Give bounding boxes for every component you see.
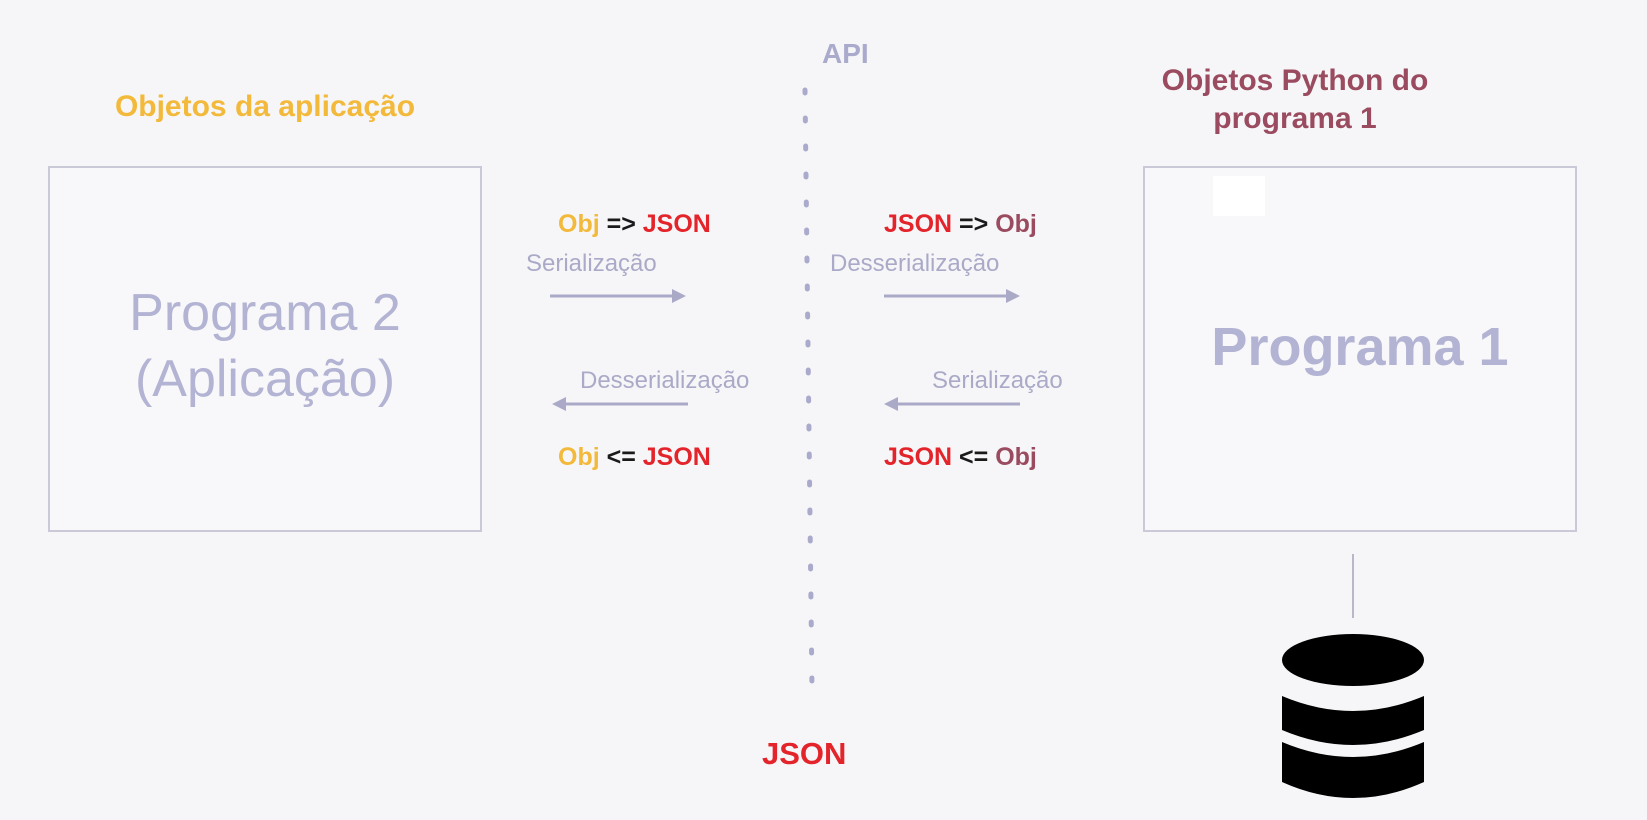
arrow-left-icon [552, 397, 688, 411]
flow-json-to-obj-right: JSON => Obj [884, 210, 1037, 239]
flow-json: JSON [642, 210, 711, 238]
flow-arrow-text: <= [959, 443, 989, 471]
flow-obj: Obj [558, 210, 600, 238]
flow-json-to-obj-left: Obj <= JSON [558, 443, 711, 472]
flow-arrow-text: => [606, 210, 636, 238]
flow-arrow-text: => [959, 210, 989, 238]
flow-obj-to-json-left: Obj => JSON [558, 210, 711, 239]
json-label-bottom: JSON [762, 736, 847, 771]
flow-obj-to-json-right: JSON <= Obj [884, 443, 1037, 472]
programa2-label: Programa 2 (Aplicação) [50, 280, 480, 412]
flow-obj: Obj [558, 443, 600, 471]
serializacao-label-left: Serialização [526, 250, 657, 277]
white-patch [1213, 176, 1265, 216]
programa1-box: Programa 1 [1143, 166, 1577, 532]
flow-obj: Obj [995, 443, 1037, 471]
programa2-box: Programa 2 (Aplicação) [48, 166, 482, 532]
app-objects-heading: Objetos da aplicação [114, 90, 416, 123]
serializacao-label-right: Serialização [932, 367, 1063, 394]
flow-json: JSON [884, 210, 953, 238]
database-connector [1352, 554, 1354, 618]
python-objects-heading: Objetos Python do programa 1 [1161, 64, 1429, 135]
flow-obj: Obj [995, 210, 1037, 238]
arrow-right-icon [884, 289, 1020, 303]
desserializacao-label-right: Desserialização [830, 250, 1000, 277]
programa1-label: Programa 1 [1211, 317, 1509, 377]
arrow-left-icon [884, 397, 1020, 411]
flow-json: JSON [884, 443, 953, 471]
api-divider [802, 87, 815, 693]
api-label: API [822, 38, 869, 69]
programa2-subtitle: (Aplicação) [134, 350, 396, 408]
flow-arrow-text: <= [606, 443, 636, 471]
arrow-right-icon [550, 289, 686, 303]
programa2-name: Programa 2 [129, 284, 401, 342]
flow-json: JSON [642, 443, 711, 471]
database-icon [1282, 634, 1424, 798]
desserializacao-label-left: Desserialização [580, 367, 750, 394]
